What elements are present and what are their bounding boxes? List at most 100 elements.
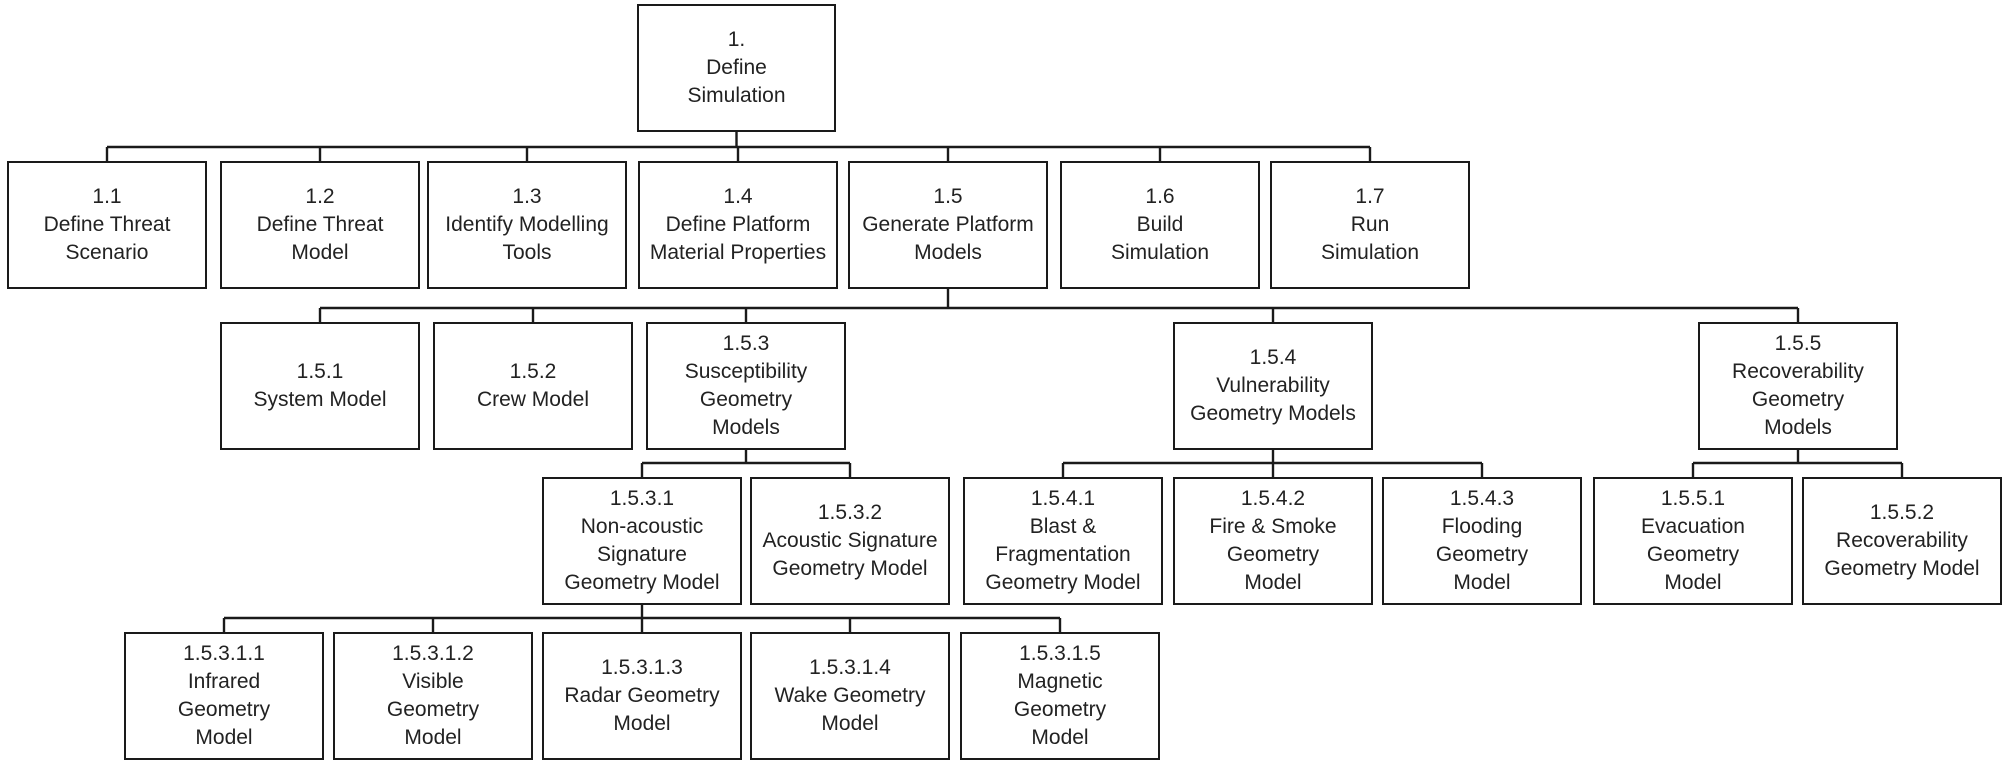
node-label-line: 1.1 [92,185,122,208]
node-label-line: Radar Geometry [564,684,720,707]
node-label-line: Signature [597,543,687,566]
node-label-line: Simulation [687,84,786,107]
node-label-line: Non-acoustic [580,515,704,538]
node-label-line: 1.5.3.1.1 [183,642,265,665]
node-label-line: Fire & Smoke [1209,515,1337,538]
node-label-line: 1.5.3.1.5 [1019,642,1101,665]
node-label-line: Magnetic [1017,670,1103,693]
node-label-line: Geometry [1751,388,1845,411]
node-label-line: Visible [402,670,464,693]
node-label-line: Blast & [1029,515,1097,538]
node-label-line: 1.5.2 [509,360,557,383]
node-label-line: Models [712,416,780,439]
node-label-line: 1.5.3.2 [817,501,883,524]
node-label-line: Model [195,726,253,749]
node-label-line: 1.5.4.1 [1030,487,1096,510]
node-label-line: Geometry [386,698,480,721]
node-label-line: 1.5.3.1.3 [601,656,683,679]
node-label-line: 1.5.4.2 [1240,487,1306,510]
node-label-line: Geometry Model [1824,557,1980,580]
node-label-line: Run [1350,213,1390,236]
node-label-line: 1.5.5.1 [1660,487,1726,510]
node-label-line: Tools [502,241,552,264]
node-label-line: Crew Model [476,388,590,411]
node-label-line: 1.5.4 [1249,346,1297,369]
node-label-line: 1.6 [1145,185,1175,208]
node-label-line: Model [1453,571,1511,594]
node-label-line: Flooding [1441,515,1523,538]
node-label-line: System Model [253,388,387,411]
node-label-line: 1.5.1 [296,360,344,383]
node-label-line: Build [1136,213,1184,236]
node-label-line: 1.5.3.1.2 [392,642,474,665]
node-label-line: Identify Modelling [445,213,609,236]
node-label-line: 1.5.4.3 [1449,487,1515,510]
node-label-line: Models [1764,416,1832,439]
node-label-line: 1. [727,28,746,51]
node-label-line: Define [706,56,767,79]
node-label-line: Geometry [1226,543,1320,566]
node-label-line: Model [613,712,671,735]
node-label-line: 1.5.3.1.4 [809,656,891,679]
node-label-line: 1.3 [512,185,542,208]
node-label-line: 1.2 [305,185,335,208]
node-label-line: 1.7 [1355,185,1385,208]
node-label-line: Geometry [177,698,271,721]
node-label-line: Geometry Model [564,571,720,594]
node-label-line: Geometry [699,388,793,411]
node-label-line: Infrared [187,670,261,693]
node-label-line: Material Properties [649,241,827,264]
node-label-line: 1.5.3 [722,332,770,355]
node-label-line: Model [821,712,879,735]
node-label-line: Vulnerability [1216,374,1330,397]
node-label-line: Wake Geometry [774,684,926,707]
node-label-line: 1.4 [723,185,753,208]
node-label-line: Scenario [65,241,149,264]
node-label-line: Geometry [1435,543,1529,566]
node-label-line: 1.5 [933,185,963,208]
node-label-line: Recoverability [1732,360,1864,383]
node-label-line: Recoverability [1836,529,1968,552]
node-label-line: Generate Platform [862,213,1034,236]
node-label-line: Evacuation [1641,515,1745,538]
node-label-line: 1.5.5 [1774,332,1822,355]
node-label-line: Geometry Model [772,557,928,580]
node-label-line: Define Threat [43,213,171,236]
node-label-line: Model [404,726,462,749]
node-label-line: Simulation [1320,241,1420,264]
node-label-line: 1.5.3.1 [609,487,675,510]
node-label-line: Acoustic Signature [762,529,938,552]
node-label-line: Define Threat [256,213,384,236]
node-label-line: Susceptibility [684,360,808,383]
node-label-line: Models [914,241,982,264]
node-label-line: Define Platform [665,213,811,236]
node-label-line: Model [1664,571,1722,594]
node-label-line: Geometry Model [985,571,1141,594]
node-label-line: Model [1244,571,1302,594]
node-label-line: Geometry Models [1190,402,1356,425]
